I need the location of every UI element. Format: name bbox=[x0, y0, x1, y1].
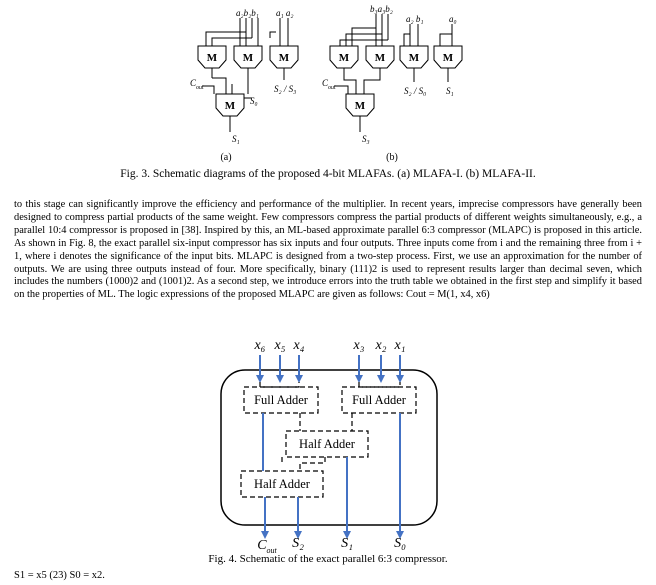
fig3a-sublabel: (a) bbox=[220, 152, 231, 163]
fig3b-s3: S₃ bbox=[362, 134, 370, 144]
compressor-outline bbox=[220, 369, 438, 526]
input-x3: x₃ bbox=[352, 338, 364, 353]
input-x2: x₂ bbox=[374, 338, 386, 353]
mux-label: M bbox=[279, 52, 290, 64]
figure-4-schematic: x₆ x₅ x₄ x₃ x₂ x₁ Full Adder Full Adder … bbox=[220, 338, 438, 553]
fig3a-inputs-left: a₂b₂b₁ bbox=[236, 8, 259, 18]
fig3b-cout: Cout bbox=[322, 78, 336, 91]
mux-label: M bbox=[225, 100, 236, 112]
full-adder-left: Full Adder bbox=[254, 393, 309, 407]
body-paragraph: to this stage can significantly improve … bbox=[14, 199, 642, 301]
figure-3-schematic: M M M M M M M M M a₂b₂b₁ a₁ a₂ Cout S₀ S… bbox=[190, 4, 463, 163]
internal-wires bbox=[262, 413, 401, 525]
output-cout: Cout bbox=[257, 538, 277, 553]
fig3b-sublabel: (b) bbox=[386, 152, 398, 163]
fig3a-inputs-right: a₁ a₂ bbox=[276, 8, 294, 18]
input-wires bbox=[256, 355, 404, 383]
fig3b-input-a0: a₀ bbox=[449, 14, 457, 24]
mux-label: M bbox=[339, 52, 350, 64]
figure-4-caption: Fig. 4. Schematic of the exact parallel … bbox=[208, 553, 448, 565]
half-adder-low: Half Adder bbox=[254, 477, 311, 491]
mux-label: M bbox=[443, 52, 454, 64]
mux-label: M bbox=[355, 100, 366, 112]
input-x4: x₄ bbox=[292, 338, 304, 353]
mux-label: M bbox=[409, 52, 420, 64]
output-s0: S₀ bbox=[394, 536, 406, 551]
input-x6: x₆ bbox=[253, 338, 265, 353]
half-adder-mid: Half Adder bbox=[299, 437, 356, 451]
fig3a-s1: S₁ bbox=[232, 134, 240, 144]
fig3a-s2s3: S₂ / S₃ bbox=[274, 84, 296, 94]
fig3a-s0: S₀ bbox=[250, 96, 258, 106]
fig3b-inputs-top: b₃a₃b₂ bbox=[370, 4, 393, 14]
mux-label: M bbox=[243, 52, 254, 64]
input-x1: x₁ bbox=[393, 338, 405, 353]
fig3a-cout: Cout bbox=[190, 78, 204, 91]
output-s1: S₁ bbox=[341, 536, 353, 551]
fig3b-inputs-mid: a₂ b₁ bbox=[406, 14, 424, 24]
full-adder-right: Full Adder bbox=[352, 393, 407, 407]
equation-line: S1 = x5 (23) S0 = x2. bbox=[14, 570, 105, 581]
output-s2: S₂ bbox=[292, 536, 304, 551]
mux-label: M bbox=[375, 52, 386, 64]
output-wires bbox=[261, 525, 404, 539]
fig3b-s1: S₁ bbox=[446, 86, 454, 96]
fig3b-s2s0: S₂ / S₀ bbox=[404, 86, 426, 96]
figure-3-caption: Fig. 3. Schematic diagrams of the propos… bbox=[120, 168, 536, 180]
input-x5: x₅ bbox=[273, 338, 285, 353]
mux-label: M bbox=[207, 52, 218, 64]
